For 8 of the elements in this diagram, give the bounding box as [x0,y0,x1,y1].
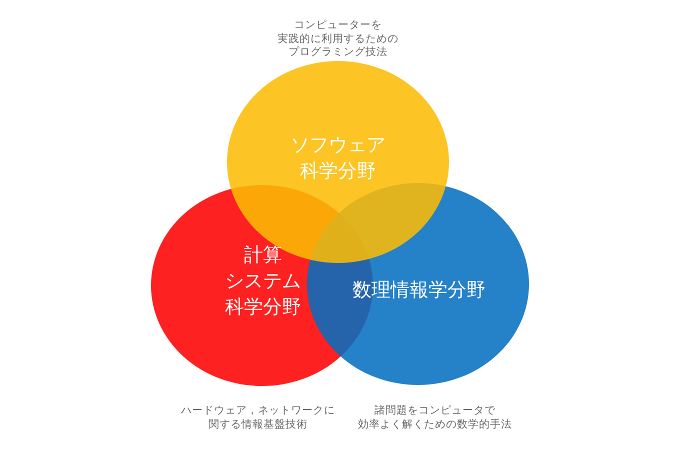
description-text: 諸問題をコンピュータで効率よく解くための数学的手法 [358,404,512,432]
description-text: コンピューターを実践的に利用するためのプログラミング技法 [278,18,398,60]
circle-label: 数理情報学分野 [352,278,486,303]
description-text: ハードウェア，ネットワークに関する情報基盤技術 [181,404,335,432]
circle-label: ソフウェア科学分野 [290,133,386,184]
venn-circle [307,183,529,385]
circle-label: 計算システム科学分野 [225,243,301,320]
venn-circle [227,61,449,263]
